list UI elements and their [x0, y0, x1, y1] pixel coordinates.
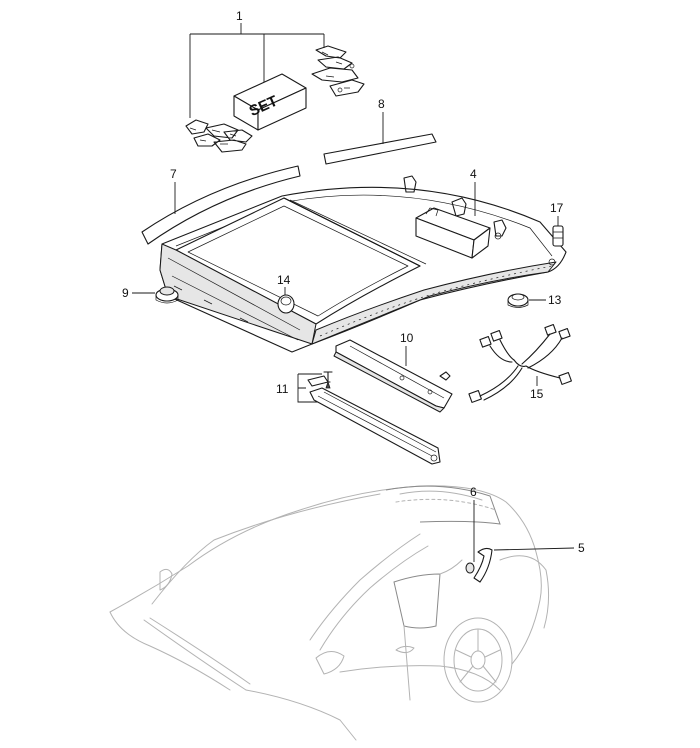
callout-15: 15 [530, 387, 544, 401]
callout-11: 11 [276, 382, 289, 396]
callout-8: 8 [378, 97, 385, 111]
callout-1: 1 [236, 9, 243, 23]
part-1-repair-set[interactable]: SET [185, 33, 365, 153]
part-8-trim-strip[interactable] [323, 133, 437, 165]
callout-9: 9 [122, 286, 129, 300]
callout-13: 13 [548, 293, 562, 307]
part-11-guide-rail[interactable] [297, 371, 441, 465]
callout-4: 4 [470, 167, 477, 181]
callout-5: 5 [578, 541, 585, 555]
part-10-deflector-panel[interactable] [333, 339, 453, 413]
part-17-screw[interactable] [552, 225, 564, 247]
callout-6: 6 [470, 485, 477, 499]
reference-car-silhouette [109, 485, 550, 741]
part-4-control-unit[interactable] [415, 207, 502, 259]
callout-14: 14 [277, 273, 291, 287]
callout-7: 7 [170, 167, 177, 181]
part-9-grommet[interactable] [155, 286, 179, 304]
part-14-plug[interactable] [277, 294, 295, 314]
callout-10: 10 [400, 331, 414, 345]
part-13-cap[interactable] [507, 293, 529, 308]
part-15-wiring-harness[interactable] [468, 323, 572, 403]
part-7-seal-strip[interactable] [141, 165, 301, 245]
callout-17: 17 [550, 201, 564, 215]
